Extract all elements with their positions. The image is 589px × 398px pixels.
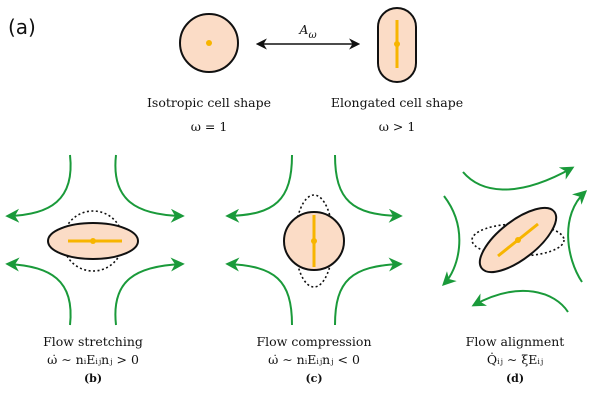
flow-line: [442, 195, 461, 286]
panel-b-title: Flow stretching: [43, 334, 143, 349]
transition-arrow-label: Aω: [298, 22, 316, 41]
flow-line: [5, 154, 72, 223]
flow-line: [225, 154, 293, 223]
isotropic-condition: ω = 1: [191, 119, 228, 134]
panel-c-formula: ω̇ ∼ nᵢEᵢⱼnⱼ < 0: [268, 352, 360, 367]
panel-a-label: (a): [8, 15, 36, 39]
flow-line: [334, 154, 403, 223]
panel-d-title: Flow alignment: [466, 334, 565, 349]
elongated-title: Elongated cell shape: [331, 95, 463, 110]
panel-b-label: (b): [84, 372, 102, 385]
flow-line: [5, 257, 72, 326]
elongated-cell: [377, 7, 417, 83]
panel-d-formula: Q̇ᵢⱼ ∼ ξEᵢⱼ: [487, 352, 543, 367]
flow-line: [471, 290, 569, 313]
flow-line: [567, 190, 588, 283]
panel-a: (a) Aω Isotropic cell shape ω = 1 Elonga…: [8, 7, 463, 134]
panel-c: Flow compression ω̇ ∼ nᵢEᵢⱼnⱼ < 0 (c): [225, 154, 403, 385]
flow-line: [114, 257, 185, 326]
panel-c-title: Flow compression: [256, 334, 371, 349]
panel-b: Flow stretching ω̇ ∼ nᵢEᵢⱼnⱼ > 0 (b): [5, 154, 185, 385]
flow-line: [334, 257, 403, 326]
isotropic-title: Isotropic cell shape: [147, 95, 271, 110]
panel-c-label: (c): [305, 372, 322, 385]
elongated-condition: ω > 1: [379, 119, 416, 134]
flow-line: [462, 166, 575, 191]
panel-b-formula: ω̇ ∼ nᵢEᵢⱼnⱼ > 0: [47, 352, 139, 367]
panel-d-label: (d): [506, 372, 524, 385]
flow-line: [114, 154, 185, 223]
isotropic-cell: [179, 13, 239, 73]
flow-line: [225, 257, 293, 326]
panel-d: Flow alignment Q̇ᵢⱼ ∼ ξEᵢⱼ (d): [442, 166, 588, 385]
